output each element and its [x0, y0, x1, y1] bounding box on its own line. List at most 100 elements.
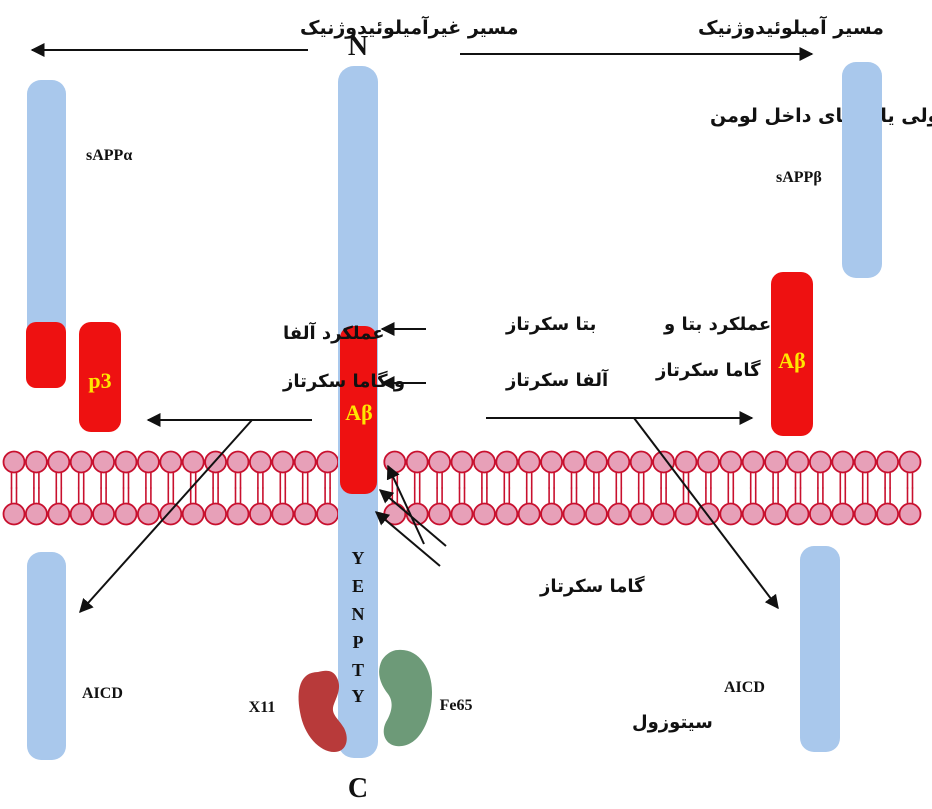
- extracellular-label: محیط خارج سلولی یا فضای داخل لومن: [710, 105, 932, 127]
- lipid-head: [652, 502, 675, 526]
- lipid-head: [293, 502, 317, 526]
- lipid-head: [786, 502, 810, 526]
- lipid-head: [47, 502, 71, 526]
- lipid-tails: [10, 472, 914, 504]
- beta-gamma-diagonal-arrow: [633, 417, 779, 610]
- lipid-heads: [2, 450, 922, 526]
- gamma-secretase-arrow-3: [386, 464, 425, 545]
- x11-protein: [298, 670, 347, 752]
- lipid-head: [741, 450, 765, 474]
- lipid-head: [585, 502, 608, 526]
- lipid-head: [226, 502, 250, 526]
- beta-gamma-action-line1: عملکرد بتا و: [663, 314, 771, 335]
- lipid-head: [786, 450, 810, 474]
- lipid-head: [47, 450, 71, 474]
- lipid-head: [853, 450, 877, 474]
- lipid-head: [472, 502, 496, 526]
- lipid-head: [226, 450, 250, 474]
- lipid-head: [114, 502, 138, 526]
- lipid-head: [831, 502, 855, 526]
- lipid-head: [181, 450, 205, 474]
- aicd-left-label: AICD: [82, 685, 123, 702]
- sappb-fragment: [842, 62, 882, 278]
- aicd-right-label: AICD: [724, 679, 765, 696]
- motif-letter: Y: [352, 686, 365, 706]
- lipid-head: [607, 450, 631, 474]
- motif-letter: E: [352, 576, 364, 596]
- abeta-central-label: Aβ: [345, 400, 372, 425]
- abeta-central-segment: [340, 326, 377, 494]
- lipid-head: [271, 502, 295, 526]
- motif-letter: T: [352, 660, 364, 680]
- fe65-protein: [379, 649, 432, 747]
- sappa-fragment: [27, 80, 66, 340]
- left-abeta-stub: [26, 322, 66, 388]
- lipid-head: [898, 450, 922, 474]
- lipid-head: [629, 450, 653, 474]
- lipid-head: [293, 450, 317, 474]
- lipid-head: [92, 450, 115, 474]
- c-terminus-label: C: [348, 773, 368, 804]
- lipid-head: [383, 450, 407, 474]
- lipid-head: [764, 502, 787, 526]
- lipid-head: [159, 502, 183, 526]
- amyloid-path-label: مسیر آمیلوئیدوژنیک: [698, 15, 884, 39]
- lipid-head: [316, 450, 340, 474]
- fe65-label: Fe65: [440, 697, 473, 714]
- motif-letter: P: [353, 632, 364, 652]
- lipid-head: [629, 502, 653, 526]
- motif-letter: Y: [352, 548, 365, 568]
- lipid-head: [585, 450, 608, 474]
- lipid-head: [517, 450, 541, 474]
- alpha-secretase-label: آلفا سکرتاز: [505, 368, 609, 391]
- lipid-head: [562, 502, 586, 526]
- lipid-head: [607, 502, 631, 526]
- alpha-gamma-action-line1: عملکرد آلفا: [283, 321, 385, 344]
- motif-letter: N: [352, 604, 365, 624]
- sappb-label: sAPPβ: [776, 169, 822, 186]
- lipid-head: [876, 450, 899, 474]
- lipid-head: [540, 450, 563, 474]
- gamma-secretase-label: گاما سکرتاز: [539, 575, 645, 597]
- lipid-head: [204, 502, 228, 526]
- lipid-head: [764, 450, 787, 474]
- lipid-head: [853, 502, 877, 526]
- lipid-head: [136, 502, 160, 526]
- lipid-head: [674, 450, 698, 474]
- lipid-head: [831, 450, 855, 474]
- p3-fragment: [79, 322, 121, 432]
- lipid-head: [450, 450, 474, 474]
- lipid-head: [25, 502, 48, 526]
- non-amyloid-path-label: مسیر غیرآمیلوئیدوژنیک: [300, 15, 519, 39]
- lipid-head: [428, 450, 452, 474]
- lipid-head: [540, 502, 563, 526]
- lipid-head: [92, 502, 115, 526]
- x11-label: X11: [249, 699, 276, 716]
- lipid-head: [69, 502, 93, 526]
- lipid-head: [898, 502, 922, 526]
- lipid-head: [405, 450, 429, 474]
- lipid-head: [674, 502, 698, 526]
- alpha-gamma-action-line2: و گاما سکرتاز: [282, 370, 405, 392]
- lipid-head: [719, 502, 743, 526]
- lipid-head: [136, 450, 160, 474]
- gamma-secretase-arrow-2: [374, 511, 441, 567]
- lipid-head: [2, 502, 26, 526]
- lipid-head: [876, 502, 899, 526]
- lipid-head: [809, 502, 832, 526]
- lipid-head: [69, 450, 93, 474]
- lipid-head: [472, 450, 496, 474]
- lipid-head: [181, 502, 205, 526]
- lipid-bilayer: [2, 450, 922, 526]
- lipid-head: [271, 450, 295, 474]
- beta-gamma-action-line2: گاما سکرتاز: [655, 359, 761, 381]
- lipid-head: [719, 450, 743, 474]
- lipid-head: [495, 450, 519, 474]
- abeta-right-label: Aβ: [778, 348, 805, 373]
- lipid-head: [495, 502, 519, 526]
- p3-label: p3: [88, 368, 111, 393]
- lipid-head: [25, 450, 48, 474]
- lipid-head: [697, 450, 720, 474]
- lipid-head: [809, 450, 832, 474]
